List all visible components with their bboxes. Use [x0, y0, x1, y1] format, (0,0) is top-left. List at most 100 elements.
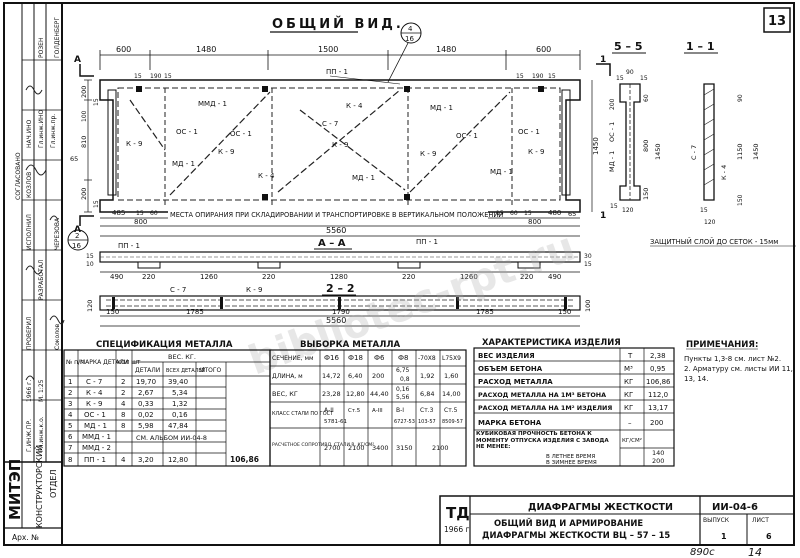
stamp-vypusk: 1 [721, 532, 727, 541]
title-stamp: ТД 1966 г ДИАФРАГМЫ ЖЕСТКОСТИ ИИ-04-6 ОБ… [439, 495, 795, 546]
sample-title: ВЫБОРКА МЕТАЛЛА [300, 340, 400, 350]
sample-len-4: 6,75 [396, 367, 410, 374]
dim-left-5: 65 [70, 155, 78, 163]
section-5-5: 5 – 5 15 90 15 60 800 150 15 200 1450 12… [608, 40, 662, 214]
dim-left-1: 200 [80, 86, 88, 98]
sample-cls-7: Ст.3 [420, 407, 434, 414]
sample-res-5: 2100 [432, 444, 449, 452]
dim-sub-2: 190 [150, 73, 162, 80]
marker-4-den: 16 [405, 35, 414, 43]
end-post-left [107, 89, 117, 196]
sec22-label-k9: К - 9 [246, 286, 262, 294]
marker-4-num: 4 [408, 25, 413, 33]
stamp-sub-2: ДИАФРАГМЫ ЖЕСТКОСТИ ВЦ – 57 – 15 [482, 530, 670, 540]
sample-row-res: РАСЧЕТНОЕ СОПРОТИВЛ. СТАЛИ R, КГ/СМ² [272, 442, 374, 448]
sample-row-len: ДЛИНА, м [272, 373, 303, 380]
sample-cls-8: 103-57 [418, 419, 436, 425]
sample-cls-1: А-II [324, 407, 334, 414]
spec-r1-q: 2 [121, 378, 125, 386]
spec-r4-n: 4 [68, 411, 73, 419]
reinforcement-contour [117, 87, 561, 201]
dim-sub-4: 15 [516, 73, 524, 80]
stamp-code: ИИ-04-6 [712, 502, 758, 513]
plan-dim-8: 220 [520, 273, 533, 281]
chars-r4-v: 112,0 [648, 391, 668, 399]
sample-cls-6: 6727-53 [394, 419, 415, 425]
sample-col-2: Ф18 [348, 354, 363, 362]
org-konstr: КОНСТРУКТОРСКИЙ [33, 445, 44, 528]
plan-dim-9: 490 [548, 273, 561, 281]
spec-r8-n: 8 [68, 456, 72, 464]
spec-r5-n: 5 [68, 422, 72, 430]
sample-len-4b: 0,8 [400, 376, 410, 383]
chars-r1-v: 2,38 [650, 352, 666, 360]
chars-summer: В ЛЕТНЕЕ ВРЕМЯ [546, 454, 595, 460]
chars-summer-val: 140 [652, 449, 664, 457]
chars-r2-l: ОБЪЕМ БЕТОНА [478, 365, 543, 373]
bottom-page: 14 [748, 546, 762, 558]
spec-r1-a: 39,40 [168, 378, 188, 386]
sec11-title: 1 – 1 [686, 40, 714, 53]
sec11-dim-2: 1150 [736, 143, 744, 160]
plan-view-a-a: А – А ПП - 1 ПП - 1 490 220 1260 220 128… [86, 238, 592, 281]
spec-r5-a: 47,84 [168, 422, 189, 430]
chars-r5-l: РАСХОД МЕТАЛЛА НА 1М² ИЗДЕЛИЯ [478, 404, 612, 412]
chars-r5-v: 13,17 [648, 404, 668, 412]
sec55-label-oc: ОС - 1 [608, 122, 616, 142]
sample-col-4: Ф8 [398, 354, 408, 362]
sample-res-2: 2100 [348, 444, 365, 452]
chars-r3-l: РАСХОД МЕТАЛЛА [478, 378, 553, 386]
label-k9-c: К - 9 [218, 148, 234, 156]
date-1966: 1966 г. [26, 380, 33, 402]
sec22-dim-5: 150 [558, 308, 571, 316]
sample-w-2: 12,80 [346, 390, 365, 398]
sample-len-1: 14,72 [322, 372, 341, 380]
elevation-view: 600 1480 1500 1480 600 15 190 15 15 190 … [67, 22, 611, 251]
dim-top-2: 1480 [196, 45, 216, 54]
spec-title: СПЕЦИФИКАЦИЯ МЕТАЛЛА [96, 340, 233, 350]
cut-1-top: 1 [600, 55, 606, 65]
stamp-sub-1: ОБЩИЙ ВИД И АРМИРОВАНИЕ [494, 517, 643, 528]
dim-left-3: 100 [81, 110, 88, 122]
sec55-label-md: МД - 1 [608, 151, 616, 172]
plan-dim-1: 490 [110, 273, 123, 281]
sample-row-w: ВЕС, КГ [272, 390, 298, 398]
spec-r6-n: 6 [68, 433, 73, 441]
spec-h-detail: ДЕТАЛИ [135, 367, 160, 374]
spec-r5-q: 8 [121, 422, 125, 430]
chars-r4-u: КГ [624, 391, 633, 399]
label-md1-b: МД - 1 [352, 174, 375, 182]
view-title: ОБЩИЙ ВИД. [272, 16, 404, 32]
chars-r6-u: – [628, 419, 632, 427]
sec22-overall: 5560 [326, 316, 346, 325]
spec-table: СПЕЦИФИКАЦИЯ МЕТАЛЛА № п/п МАРКА ДЕТАЛИ … [63, 340, 271, 467]
span-right: 800 [528, 218, 541, 226]
sample-col-3: Ф6 [374, 354, 385, 362]
sample-w-6: 14,00 [442, 390, 461, 398]
sec55-dim-1: 15 [616, 75, 624, 82]
sheet-number: 13 [768, 14, 786, 29]
label-k4-a: К - 4 [346, 102, 363, 110]
spec-r3-q: 4 [121, 400, 126, 408]
sec11-dim-6: 120 [704, 219, 716, 226]
sec55-dim-8: 200 [609, 98, 616, 110]
sec55-dim-3: 15 [640, 75, 648, 82]
plan-title: А – А [318, 238, 346, 249]
sample-len-5: 1,92 [420, 372, 434, 380]
spec-r6-m: ММД - 1 [82, 433, 111, 441]
plan-small-3: 30 [584, 253, 592, 260]
sample-res-1: 2700 [324, 444, 341, 452]
stamp-vypusk-label: ВЫПУСК [703, 517, 730, 524]
bottom-handwriting: 890с [690, 547, 715, 558]
spec-r4-d: 0,02 [138, 411, 154, 419]
role-5: ИСПОЛНИЛ [26, 214, 33, 250]
section-1-1: 1 – 1 90 1150 1450 15 150 120 С - 7 К - … [650, 40, 796, 247]
plan-small-4: 15 [584, 261, 592, 268]
dim-bot-r3: 15 [524, 210, 532, 217]
dim-left-2: 15 [93, 98, 100, 106]
spec-h-qty: КОЛ ШТ [117, 360, 141, 366]
sec22-dim-4: 1785 [476, 308, 494, 316]
sheet-frame [3, 2, 795, 546]
chars-strength-label: КУБИКОВАЯ ПРОЧНОСТЬ БЕТОНА К МОМЕНТУ ОТП… [476, 431, 609, 451]
